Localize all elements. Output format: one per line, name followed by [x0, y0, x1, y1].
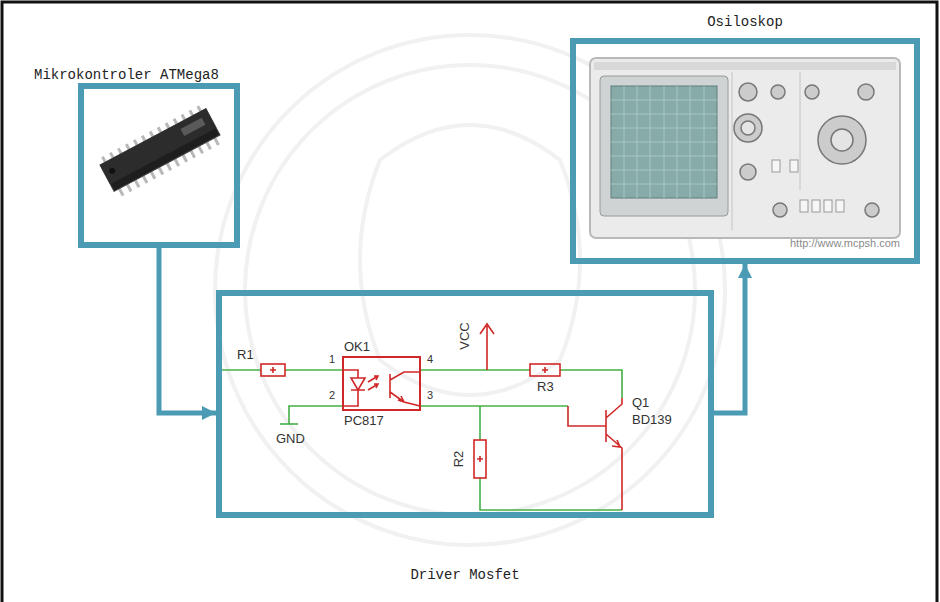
web-address: http://www.mcpsh.com — [790, 237, 900, 250]
part-name: R1 — [237, 348, 254, 363]
circuit-wires — [420, 405, 568, 407]
scope-knobs — [741, 121, 755, 135]
part-name: R2 — [452, 451, 467, 468]
scope-buttons — [790, 160, 798, 172]
oscilloscope-box: Osiloskop — [570, 38, 920, 264]
watermark — [215, 35, 725, 545]
circuit-wires — [222, 370, 622, 510]
circuit-components — [261, 324, 622, 510]
signal-name: GND — [276, 432, 305, 447]
chip-body — [100, 109, 220, 192]
box-heading: Mikrokontroler ATMega8 — [34, 66, 219, 84]
scope-knobs — [734, 114, 762, 142]
circuit-wires — [479, 406, 481, 440]
optocoupler-symbol — [343, 357, 420, 410]
led-symbol — [343, 370, 365, 406]
microcontroller-box: Mikrokontroler ATMega8 — [78, 83, 240, 248]
watermark — [360, 125, 580, 395]
part-number: BD139 — [632, 413, 672, 428]
flow-arrow — [159, 248, 216, 413]
scope-knobs — [734, 83, 879, 217]
scope-knobs — [858, 84, 874, 100]
pin-number: 3 — [427, 389, 433, 402]
scope-panel-divider — [732, 72, 800, 230]
oscilloscope-picture — [590, 58, 900, 238]
resistor-symbol — [261, 364, 285, 376]
scope-knobs — [865, 203, 879, 217]
scope-knobs — [773, 203, 787, 217]
watermark — [215, 35, 725, 545]
scope-body — [590, 58, 900, 238]
part-number: PC817 — [344, 414, 384, 429]
scope-buttons — [824, 200, 832, 212]
box-heading: Driver Mosfet — [410, 566, 519, 584]
scope-top — [594, 62, 896, 70]
scope-buttons — [800, 200, 808, 212]
scope-knobs — [818, 116, 866, 164]
signal-name: VCC — [458, 322, 473, 349]
light-arrows — [368, 376, 378, 390]
circuit-wires — [280, 423, 298, 425]
part-name: OK1 — [344, 340, 370, 355]
resistor-mark — [477, 456, 483, 462]
scope-screen — [611, 86, 717, 198]
chip-notch — [108, 167, 116, 175]
chip-print — [180, 118, 205, 136]
scope-buttons — [812, 200, 820, 212]
resistor-symbol — [474, 440, 486, 478]
pin-number: 1 — [329, 353, 335, 366]
flow-arrow — [714, 264, 745, 413]
chip-picture — [97, 103, 224, 198]
scope-knobs — [771, 85, 785, 99]
chip-top — [100, 109, 216, 185]
vcc-arrow — [480, 324, 494, 370]
scope-buttons — [836, 200, 844, 212]
circuit-wires — [420, 369, 530, 371]
scope-knobs — [739, 83, 757, 101]
part-name: Q1 — [632, 396, 649, 411]
scope-buttons — [772, 160, 780, 172]
transistor-symbol — [568, 398, 622, 510]
pin-number: 2 — [329, 389, 335, 402]
resistor-symbol — [530, 364, 560, 376]
scope-screen-frame — [600, 76, 728, 216]
scope-grid — [611, 86, 717, 198]
circuit-wires — [560, 370, 622, 398]
circuit-wires — [480, 478, 622, 510]
box-heading: Osiloskop — [707, 13, 783, 31]
scope-grid — [624, 86, 704, 198]
phototransistor-symbol — [390, 372, 420, 406]
scope-knobs — [740, 164, 756, 180]
resistor-mark — [542, 367, 548, 373]
scope-buttons — [772, 160, 844, 212]
pin-number: 4 — [427, 353, 433, 366]
part-name: R3 — [537, 380, 554, 395]
circuit-wires — [222, 369, 261, 371]
circuit-wires — [289, 406, 343, 424]
resistor-mark — [270, 367, 276, 373]
scope-knobs — [831, 129, 853, 151]
circuit-wires — [285, 369, 343, 371]
scope-knobs — [805, 85, 819, 99]
